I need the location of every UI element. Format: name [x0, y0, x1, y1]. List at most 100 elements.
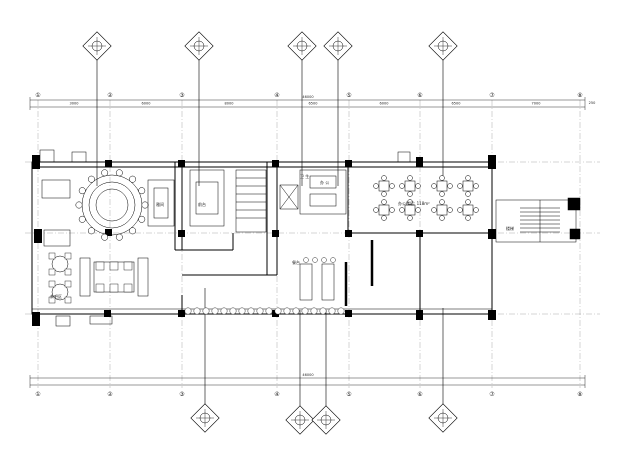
label-lounge: 茶吧区 — [50, 293, 62, 299]
label-vip: 雅间 — [156, 201, 164, 207]
table — [404, 204, 416, 216]
chair — [373, 207, 379, 213]
seat — [310, 307, 318, 315]
chair — [415, 183, 421, 189]
chair — [389, 183, 395, 189]
chair — [447, 207, 453, 213]
chair — [138, 187, 146, 195]
sofa-seat — [95, 261, 105, 271]
chair — [129, 175, 137, 183]
right-stair — [495, 197, 581, 243]
chair — [447, 183, 453, 189]
chair — [115, 233, 123, 241]
axis-label: ③ — [179, 391, 184, 398]
chair — [373, 183, 379, 189]
axis-label: ⑤ — [346, 391, 351, 398]
chair — [407, 199, 413, 205]
table — [378, 180, 390, 192]
section-marker — [311, 310, 341, 435]
section-marker — [285, 310, 315, 435]
chair — [431, 207, 437, 213]
round-table-chairs — [75, 169, 149, 241]
chair — [129, 227, 137, 235]
axis-label: ⑧ — [577, 92, 582, 99]
dim-text: 6500 — [309, 102, 318, 106]
axis-label: ② — [107, 92, 113, 99]
chair — [141, 201, 149, 209]
chair — [87, 227, 95, 235]
axis-label: ① — [35, 92, 40, 99]
seat — [303, 257, 309, 263]
label-stair: 楼梯 — [506, 225, 514, 231]
chair — [75, 201, 83, 209]
round-dining-table — [81, 174, 143, 236]
section-markers-top — [82, 31, 458, 186]
chair — [407, 215, 413, 221]
axis-label: ② — [107, 391, 113, 398]
dimension-texts: 3000 6000 8000 6500 6000 6500 7000 46000… — [70, 95, 596, 377]
chair — [101, 169, 109, 177]
seat — [256, 307, 264, 315]
chair — [87, 175, 95, 183]
seat — [283, 307, 291, 315]
chair — [78, 187, 86, 195]
seat — [220, 307, 228, 315]
seat — [274, 307, 282, 315]
seat — [319, 307, 327, 315]
chair — [439, 199, 445, 205]
table — [378, 204, 390, 216]
dim-right: 250 — [589, 101, 596, 105]
chair — [465, 199, 471, 205]
dim-text: 8000 — [225, 102, 234, 106]
seat — [193, 307, 201, 315]
seat — [202, 307, 210, 315]
chair — [465, 191, 471, 197]
chair — [431, 183, 437, 189]
seat — [321, 257, 327, 263]
chair — [439, 191, 445, 197]
lounge-furniture — [41, 179, 175, 301]
chair — [64, 280, 72, 288]
axis-label: ⑤ — [346, 92, 351, 99]
section-marker — [428, 31, 458, 186]
chair — [64, 268, 72, 276]
label-front-desk: 前台 — [198, 201, 206, 207]
axis-label: ⑦ — [489, 92, 495, 99]
section-marker — [184, 31, 214, 186]
chair — [389, 207, 395, 213]
seat — [265, 307, 273, 315]
chair — [465, 175, 471, 181]
seat — [292, 307, 300, 315]
walls — [31, 161, 493, 315]
seat — [312, 257, 318, 263]
section-markers-bottom — [190, 288, 458, 435]
chair — [407, 175, 413, 181]
seat — [184, 307, 192, 315]
axis-label: ① — [35, 391, 40, 398]
chair — [64, 252, 72, 260]
table — [404, 180, 416, 192]
chair — [399, 207, 405, 213]
seat — [247, 307, 255, 315]
chair — [415, 207, 421, 213]
window-seats — [184, 257, 345, 315]
table — [436, 204, 448, 216]
chair — [78, 215, 86, 223]
dim-text: 6000 — [380, 102, 389, 106]
seat — [238, 307, 246, 315]
axis-label: ⑥ — [417, 391, 422, 398]
chair — [407, 191, 413, 197]
table — [436, 180, 448, 192]
axis-label: ⑧ — [577, 391, 582, 398]
chair — [48, 252, 56, 260]
section-marker — [82, 31, 112, 186]
axis-label: ⑦ — [489, 391, 495, 398]
lounge-chairs — [48, 252, 133, 304]
dim-total: 46000 — [302, 95, 313, 99]
table — [462, 180, 474, 192]
chair — [101, 233, 109, 241]
axis-label: ③ — [179, 92, 184, 99]
chair — [399, 183, 405, 189]
dim-text: 7000 — [532, 102, 541, 106]
